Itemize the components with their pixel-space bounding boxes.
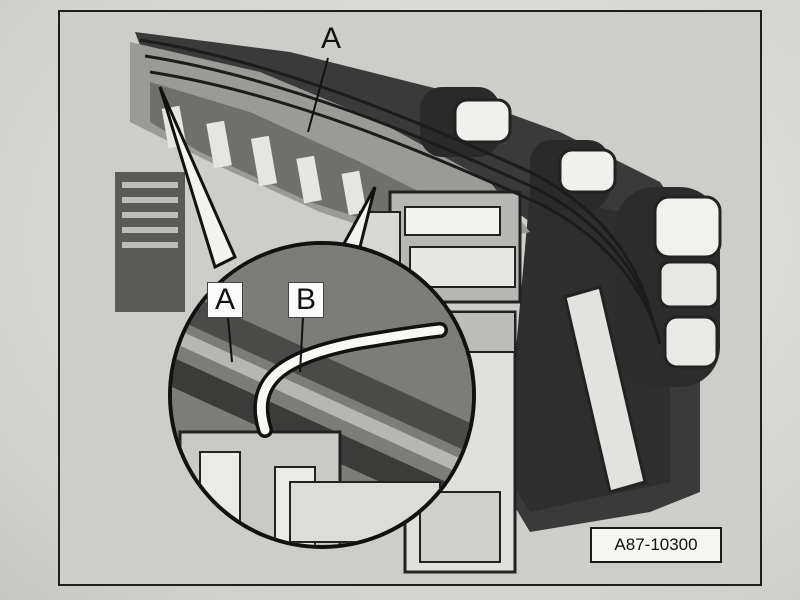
callout-a-detail: A (207, 282, 243, 318)
cable-harness (139, 38, 662, 345)
technical-figure: A A B A87-10300 (58, 10, 762, 586)
left-grille (115, 172, 185, 312)
vertical-panel (563, 285, 647, 494)
component-illustration (60, 12, 760, 584)
detail-magnifier-border (168, 241, 476, 549)
callout-b-detail: B (288, 282, 324, 318)
callout-a-top: A (320, 22, 341, 55)
leader-line-b-detail (299, 316, 304, 373)
leader-line-a-detail (227, 316, 233, 363)
detail-magnifier (168, 241, 476, 549)
lamp-housings (420, 87, 722, 387)
figure-code-label: A87-10300 (590, 527, 722, 563)
leader-line-a-top (307, 57, 329, 133)
wire-b-highlight (256, 325, 445, 435)
magnifier-pointer-left (158, 86, 237, 270)
